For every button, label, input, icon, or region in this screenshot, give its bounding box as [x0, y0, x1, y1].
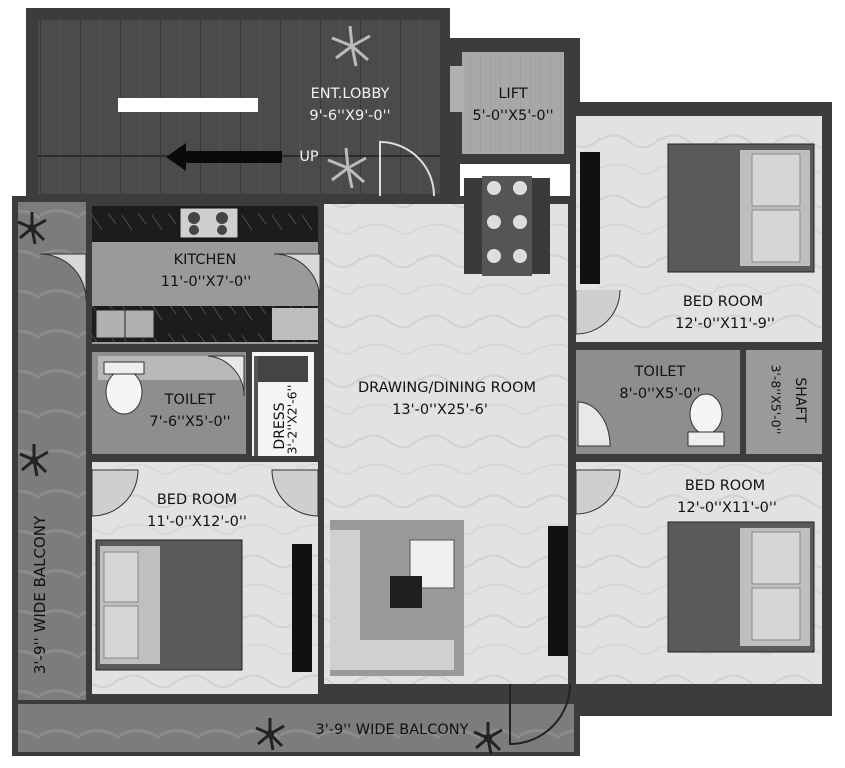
- kitchen-door-right: [273, 253, 321, 301]
- lobby-size-label: 9'-6''X9'-0'': [309, 108, 391, 124]
- shaft-size-label: 3'-8''X5'-0'': [768, 364, 784, 435]
- sofa-set: [330, 520, 464, 676]
- stair-landing: [118, 98, 258, 112]
- lift-name-label: LIFT: [498, 86, 528, 102]
- lift-size-label: 5'-0''X5'-0'': [472, 108, 554, 124]
- lobby-up-label: UP: [299, 149, 319, 165]
- lobby-door: [379, 140, 435, 197]
- lobby-name-label: ENT.LOBBY: [310, 86, 390, 102]
- palm-plant-icon: [255, 718, 285, 751]
- up-arrow-icon: [166, 143, 282, 171]
- palm-plant-icon: [327, 147, 367, 189]
- drawing-name-label: DRAWING/DINING ROOM: [357, 380, 537, 396]
- wardrobe-top-right: [580, 152, 600, 284]
- kitchen-name-label: KITCHEN: [173, 252, 237, 268]
- balcony-door: [509, 683, 571, 746]
- palm-plant-icon: [331, 25, 371, 67]
- lobby-wedge: [440, 150, 460, 200]
- lift-door-gap: [450, 66, 464, 112]
- toilet-right-name-label: TOILET: [634, 364, 686, 380]
- toilet-left-name-label: TOILET: [164, 392, 216, 408]
- hob: [179, 207, 239, 239]
- toilet-right-size-label: 8'-0''X5'-0'': [619, 386, 701, 402]
- lift-floor: [462, 52, 564, 154]
- bed-room-left-name-label: BED ROOM: [156, 492, 238, 508]
- palm-plant-icon: [19, 444, 49, 477]
- palm-plant-icon: [473, 722, 503, 755]
- wc: [105, 369, 143, 415]
- balcony-bottom-label: 3'-9'' WIDE BALCONY: [315, 722, 469, 738]
- bed-room-bottom-right-name-label: BED ROOM: [684, 478, 766, 494]
- bed-room-left-size-label: 11'-0''X12'-0'': [147, 514, 247, 530]
- dress-size-label: 3'-2''X2'-6'': [284, 384, 300, 455]
- shaft-floor: [746, 350, 822, 454]
- bed-room-top-right-name-label: BED ROOM: [682, 294, 764, 310]
- dining-table: [464, 176, 550, 276]
- wardrobe: [292, 544, 312, 672]
- balcony-left-label: 3'-9'' WIDE BALCONY: [31, 515, 49, 675]
- bed-icon: [667, 143, 815, 273]
- kitchen-size-label: 11'-0''X7'-0'': [160, 274, 252, 290]
- drawing-size-label: 13'-0''X25'-6': [392, 402, 488, 418]
- bed-icon: [95, 539, 243, 671]
- palm-plant-icon: [17, 212, 47, 245]
- toilet-left-size-label: 7'-6''X5'-0'': [149, 414, 231, 430]
- bed-icon: [667, 521, 815, 653]
- shaft-name-label: SHAFT: [792, 377, 808, 423]
- bed-room-bottom-right-size-label: 12'-0''X11'-0'': [677, 500, 777, 516]
- wardrobe-bottom-right: [548, 526, 568, 656]
- kitchen-door: [39, 253, 87, 301]
- bed-room-top-right-size-label: 12'-0''X11'-9'': [675, 316, 775, 332]
